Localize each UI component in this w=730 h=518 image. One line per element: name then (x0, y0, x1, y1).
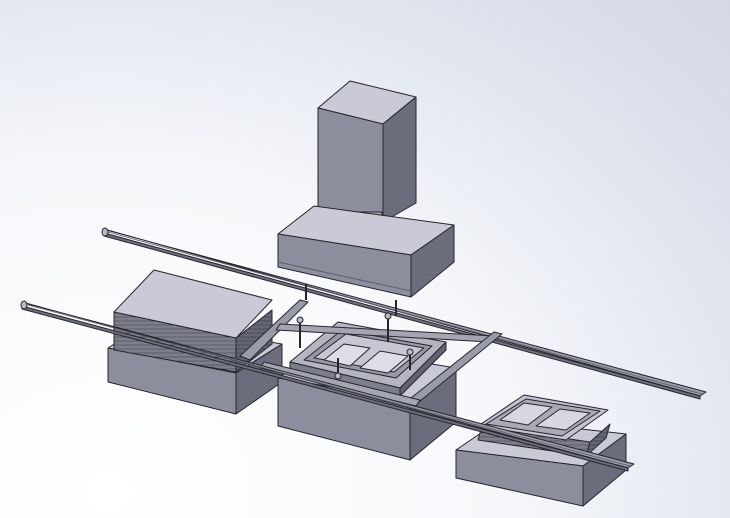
press-column (317, 80, 417, 223)
rail-back (101, 227, 707, 400)
center-mold-frame (289, 321, 447, 397)
rail-front (20, 300, 635, 472)
press-head (277, 205, 455, 298)
right-output-tray (477, 394, 611, 457)
transfer-gantry (239, 284, 503, 407)
